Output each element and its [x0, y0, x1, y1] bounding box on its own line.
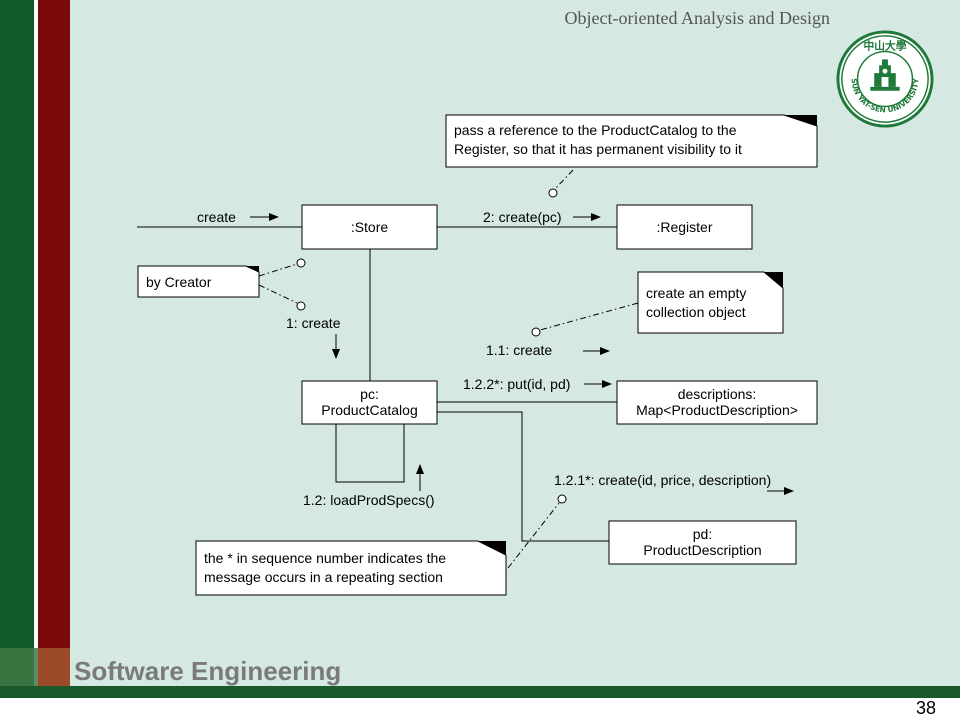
- store-label: :Store: [351, 219, 389, 235]
- self-link: [335, 424, 405, 483]
- note-pass-reference-anchor-end: [548, 188, 558, 198]
- catalog-object: [301, 380, 438, 425]
- bottom-white-band: [0, 698, 960, 720]
- note-by-creator-anchor-2: [258, 284, 298, 304]
- note-pass-reference-line2: Register, so that it has permanent visib…: [454, 141, 742, 157]
- create-pc-message-label: 2: create(pc): [483, 209, 562, 225]
- note-by-creator-anchor-1-end: [296, 258, 306, 268]
- register-label: :Register: [656, 219, 712, 235]
- left-green-bar: [0, 0, 34, 720]
- store-object: [301, 204, 438, 250]
- catalog-pd-link: [437, 411, 609, 542]
- corner-block-brown: [38, 648, 70, 686]
- page-number: 38: [915, 698, 936, 718]
- catalog-label-line1: pc:: [360, 386, 379, 402]
- pd-object: [608, 520, 797, 565]
- note-repeating-section-anchor: [507, 502, 560, 569]
- note-by-creator-text: by Creator: [146, 274, 212, 290]
- note-empty-collection-line1: create an empty: [646, 285, 746, 301]
- note-pass-reference: [445, 114, 818, 168]
- load-prod-specs-message-label: 1.2: loadProdSpecs(): [303, 492, 435, 508]
- note-by-creator-anchor-1: [258, 263, 298, 277]
- slide-footer-title: Software Engineering: [74, 656, 342, 686]
- note-empty-collection-anchor: [539, 302, 639, 331]
- note-empty-collection-fold: [764, 272, 783, 288]
- pd-create-message-label: 1.2.1*: create(id, price, description): [554, 472, 771, 488]
- note-pass-reference-line1: pass a reference to the ProductCatalog t…: [454, 122, 737, 138]
- note-by-creator-anchor-2-end: [296, 301, 306, 311]
- note-empty-collection: [637, 271, 784, 334]
- put-message-label: 1.2.2*: put(id, pd): [463, 376, 570, 392]
- descriptions-label-line2: Map<ProductDescription>: [636, 402, 798, 418]
- corner-block-green: [0, 648, 38, 686]
- note-repeating-section-anchor-end: [557, 494, 567, 504]
- pd-label-line1: pd:: [693, 526, 712, 542]
- left-bar-gap: [34, 0, 38, 720]
- m1-1-create-message-label: 1.1: create: [486, 342, 552, 358]
- note-empty-collection-line2: collection object: [646, 304, 746, 320]
- m1-create-message-label: 1: create: [286, 315, 341, 331]
- note-repeating-section-line1: the * in sequence number indicates the: [204, 550, 446, 566]
- left-red-bar: [38, 0, 70, 720]
- descriptions-label-line1: descriptions:: [678, 386, 757, 402]
- note-empty-collection-anchor-end: [531, 327, 541, 337]
- university-seal-logo: 中山大學 SUN YAT-SEN UNIVERSITY: [836, 30, 934, 128]
- note-pass-reference-anchor: [554, 169, 574, 190]
- descriptions-object: [616, 380, 818, 425]
- note-repeating-section-fold: [478, 541, 506, 555]
- note-repeating-section-line2: message occurs in a repeating section: [204, 569, 443, 585]
- bottom-green-stripe: [0, 686, 960, 698]
- register-object: [616, 204, 753, 250]
- catalog-label-line2: ProductCatalog: [321, 402, 418, 418]
- svg-text:中山大學: 中山大學: [863, 40, 906, 53]
- note-pass-reference-fold: [784, 115, 817, 126]
- note-by-creator: [137, 265, 260, 298]
- create-message-label: create: [197, 209, 236, 225]
- slide-header-title: Object-oriented Analysis and Design: [564, 8, 830, 28]
- note-by-creator-fold: [246, 266, 259, 272]
- note-repeating-section: [195, 540, 507, 596]
- pd-label-line2: ProductDescription: [643, 542, 761, 558]
